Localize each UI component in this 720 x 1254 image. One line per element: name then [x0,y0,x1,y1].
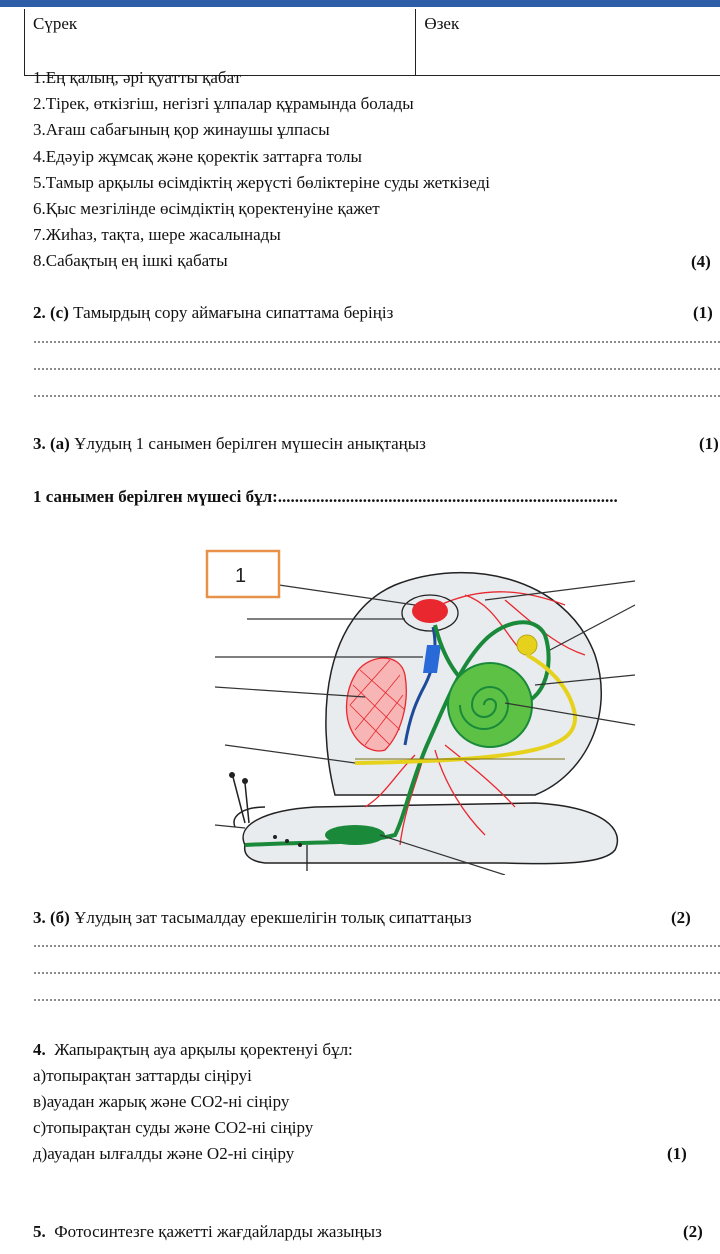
answer-line[interactable] [33,395,720,397]
lung-mesh [349,659,406,746]
q2-text: Тамырдың сору аймағына сипаттама беріңіз [73,303,394,322]
answer-line[interactable] [33,972,720,974]
q1-marks: (4) [691,252,711,271]
stomach [325,825,385,845]
answer-line[interactable] [33,999,720,1001]
label-box-1 [205,549,281,599]
q3b-marks: (2) [671,908,691,927]
q2-marks: (1) [693,303,713,322]
q3a-number: 3. (а) [33,434,70,453]
snail-head [233,806,266,828]
snail-foot [242,802,619,865]
list-item: 3.Ағаш сабағының қор жинаушы ұлпасы [33,120,330,140]
answer-line[interactable] [33,945,720,947]
question1-list: 1.Ең қалың, әрі қуатты қабат 2.Тірек, өт… [33,68,490,278]
snail-lung [345,657,407,752]
q3b-question: 3. (б) Ұлудың зат тасымалдау ерекшелігін… [33,908,472,928]
q5-text: Фотосинтезге қажетті жағдайларды жазыңыз [54,1222,382,1241]
top-color-bar [0,0,720,7]
q3b-text: Ұлудың зат тасымалдау ерекшелігін толық … [74,908,472,927]
q4-text: Жапырақтың ауа арқылы қоректенуі бұл: [54,1040,353,1059]
snail-diagram: 1 [205,549,636,875]
q2-number: 2. (c) [33,303,69,322]
yellow-gland [516,634,538,656]
q3a-marks: (1) [699,434,719,453]
list-item: 2.Тірек, өткізгіш, негізгі ұлпалар құрам… [33,94,414,114]
answer-line[interactable] [33,341,720,343]
q4-option-b[interactable]: в)ауадан жарық және CO2-ні сіңіру [33,1092,290,1111]
list-item: 5.Тамыр арқылы өсімдіктің жерүсті бөлікт… [33,172,490,192]
q4-question: 4. Жапырақтың ауа арқылы қоректенуі бұл: [33,1040,353,1060]
blue-vessel [403,626,437,746]
label-lines [214,580,636,875]
answer-line[interactable] [33,368,720,370]
q3b-number: 3. (б) [33,908,70,927]
digestive-gland [447,662,533,748]
answer-table: Сүрек Өзек [23,9,720,76]
list-item: 6.Қыс мезгілінде өсімдіктің қоректенуіне… [33,198,380,218]
q4-option-c[interactable]: с)топырақтан суды және CO2-ні сіңіру [33,1118,314,1137]
q5-marks: (2) [683,1222,703,1241]
q5-number: 5. [33,1222,46,1241]
list-item: 4.Едәуір жұмсақ және қоректік заттарға т… [33,146,362,166]
q4-marks: (1) [667,1144,687,1163]
label-box-1-text: 1 [235,565,246,587]
snail-heart [401,594,459,632]
q3a-text: Ұлудың 1 санымен берілген мүшесін анықта… [74,434,426,453]
table-header-surek: Сүрек [23,9,416,76]
list-item: 8.Сабақтың ең ішкі қабаты [33,251,228,271]
q4-number: 4. [33,1040,46,1059]
list-item: 7.Жиһаз, тақта, шере жасалынады [33,225,281,245]
q3a-question: 3. (а) Ұлудың 1 санымен берілген мүшесін… [33,434,426,454]
table-header-ozek: Өзек [415,9,720,76]
q3a-answer-prompt[interactable]: 1 санымен берілген мүшесі бұл:..........… [33,487,618,506]
q4-option-a[interactable]: а)топырақтан заттарды сіңіруі [33,1066,252,1085]
q2-question: 2. (c) Тамырдың сору аймағына сипаттама … [33,303,393,323]
q4-option-d[interactable]: д)ауадан ылғалды және O2-ні сіңіру [33,1144,295,1163]
q5-question: 5. Фотосинтезге қажетті жағдайларды жазы… [33,1222,382,1242]
list-item: 1.Ең қалың, әрі қуатты қабат [33,68,242,87]
